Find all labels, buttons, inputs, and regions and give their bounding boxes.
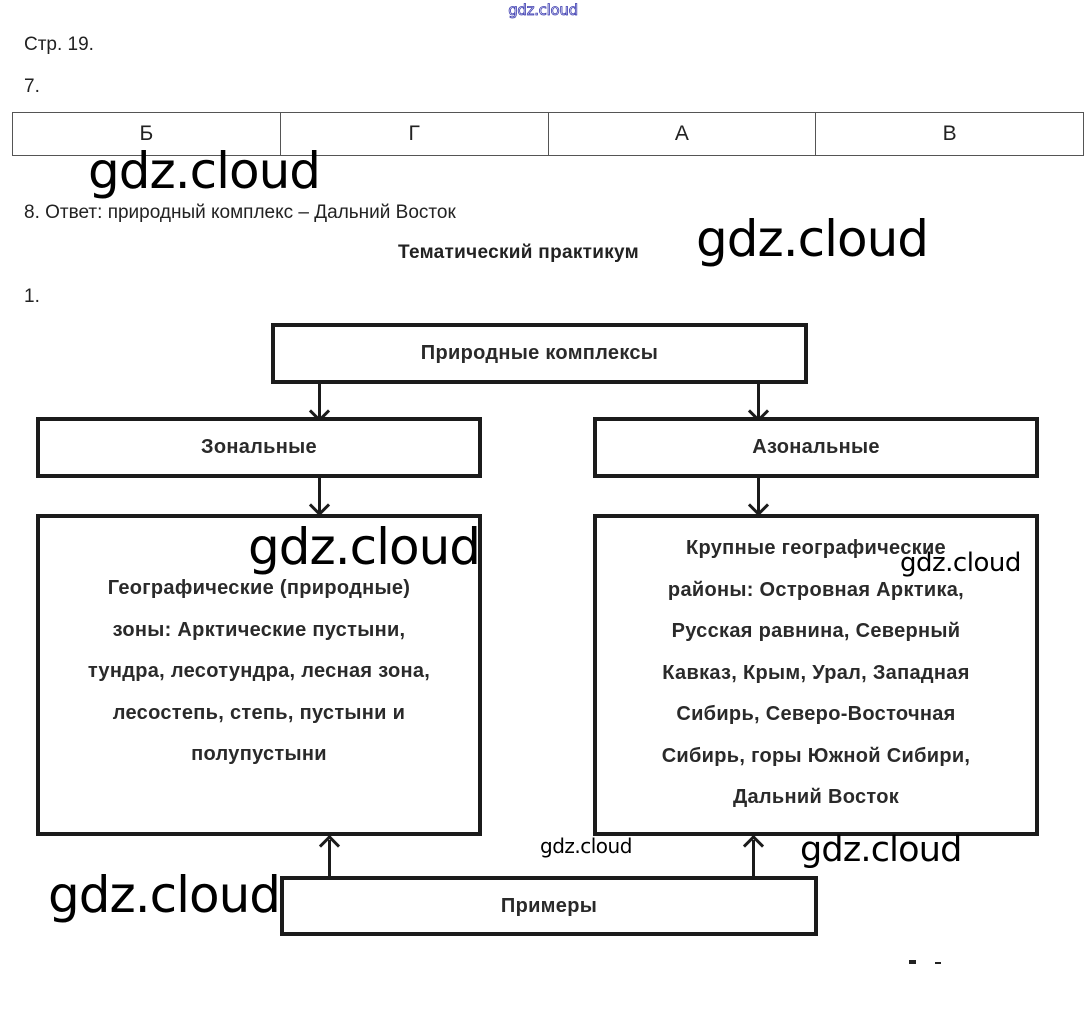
section-title: Тематический практикум [398,242,640,263]
task-8-answer: Ответ: природный комплекс – Дальний Вост… [39,202,456,223]
text-line: Сибирь, Северо-Восточная [676,703,956,725]
watermark: gdz.cloud [248,518,481,576]
examples-box: Примеры [280,876,818,936]
watermark: gdz.cloud [900,548,1021,578]
top-watermark: gdz.cloud [508,1,579,20]
diagram-root-label: Природные комплексы [420,342,659,364]
table-cell: А [547,112,817,156]
table-cell: В [815,112,1084,156]
watermark: gdz.cloud [88,142,321,200]
text-line: Кавказ, Крым, Урал, Западная [662,661,970,684]
text-line: тундра, лесотундра, лесная зона, [87,660,431,682]
stray-mark [909,960,916,964]
connector-line [328,840,331,878]
table-cell: Г [279,112,549,156]
azonal-examples-text: Крупные географические районы: Островная… [662,528,971,819]
diagram-root-box: Природные комплексы [271,323,808,384]
text-line: Крупные географические [686,537,946,559]
stray-mark [935,962,941,964]
text-line: Географические (природные) [107,577,411,599]
text-line: районы: Островная Арктика, [667,578,965,601]
table-row: Б Г А В [12,112,1084,156]
page-reference: Стр. 19. [24,34,94,55]
text-line: Дальний Восток [732,786,900,808]
azonal-examples-box: Крупные географические районы: Островная… [593,514,1039,836]
zonal-box: Зональные [36,417,482,478]
examples-label: Примеры [500,894,598,917]
text-line: полупустыни [191,743,327,765]
text-line: Сибирь, горы Южной Сибири, [661,744,971,767]
azonal-label: Азональные [752,436,880,458]
zonal-examples-box: Географические (природные) зоны: Арктиче… [36,514,482,836]
task-1-number: 1. [24,286,40,307]
zonal-label: Зональные [201,436,317,458]
watermark: gdz.cloud [696,210,929,268]
table-cell: Б [12,112,281,156]
task-7-answer-table: Б Г А В [12,112,1084,156]
connector-line [752,840,755,878]
watermark: gdz.cloud [800,830,962,870]
watermark: gdz.cloud [540,834,632,858]
zonal-examples-text: Географические (природные) зоны: Арктиче… [88,568,430,776]
azonal-box: Азональные [593,417,1039,478]
text-line: лесостепь, степь, пустыни и [112,701,406,724]
task-7-number: 7. [24,76,40,97]
text-line: зоны: Арктические пустыни, [112,618,406,641]
task-8-number: 8. [24,202,40,223]
text-line: Русская равнина, Северный [671,620,961,642]
watermark: gdz.cloud [48,866,281,924]
task-8-line: 8. Ответ: природный комплекс – Дальний В… [24,202,456,224]
